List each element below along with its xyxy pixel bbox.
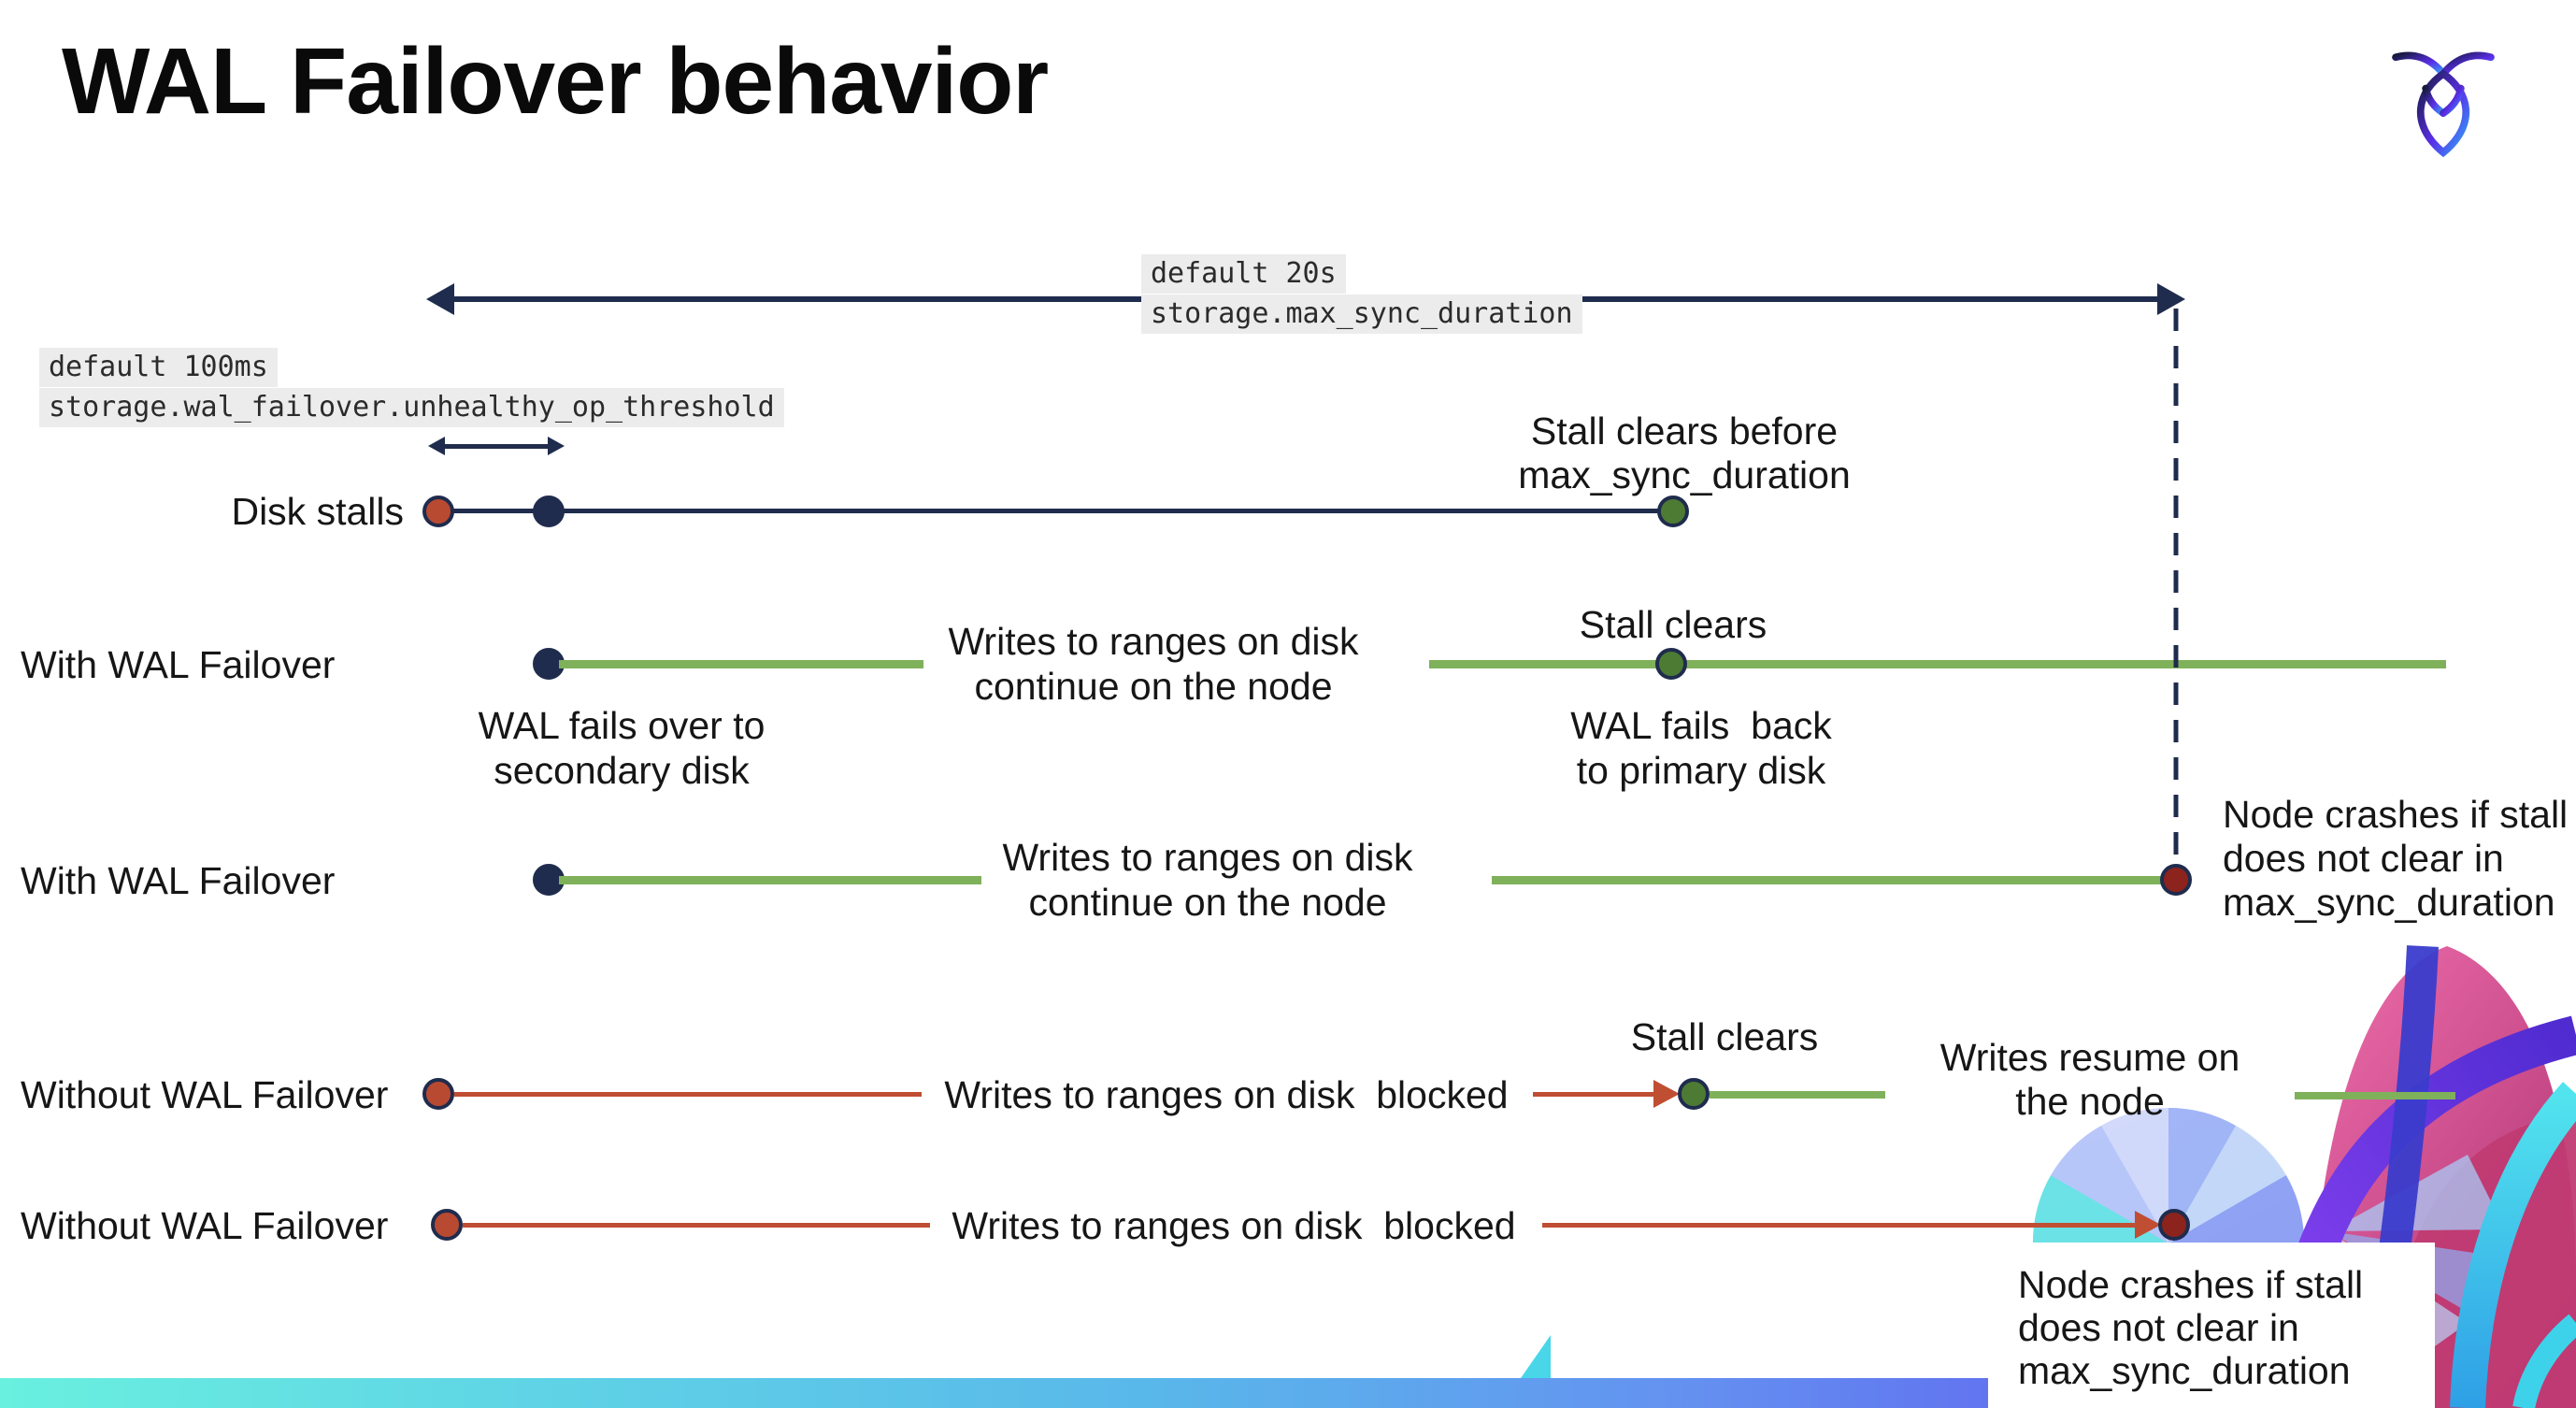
threshold-arrow-line <box>443 444 550 449</box>
note-line: Writes to ranges on disk <box>948 620 1359 663</box>
stall-start-dot <box>422 1078 454 1110</box>
node-crash-callout: Node crashes if stall does not clear in … <box>1988 1243 2435 1408</box>
node-crash-note: Node crashes if stall does not clear in … <box>2018 1263 2363 1392</box>
note-line: Writes resume on <box>1939 1036 2240 1079</box>
stall-start-dot <box>431 1209 463 1241</box>
note-line: max_sync_duration <box>2018 1349 2351 1392</box>
red-timeline-segment <box>1533 1092 1654 1097</box>
note-line: Writes to ranges on disk <box>1002 836 1413 879</box>
arrow-head-left-icon <box>428 437 445 455</box>
fails-back-note: WAL fails back to primary disk <box>1524 703 1879 793</box>
note-line: Stall clears before <box>1530 409 1839 453</box>
timeline-disk-stalls <box>439 509 1673 513</box>
row-label-with-wal-failover-2: With WAL Failover <box>21 859 336 902</box>
note-line: Node crashes if stall <box>2223 793 2569 836</box>
stall-clears-note: Stall clears <box>1579 603 1767 646</box>
note-line: secondary disk <box>494 749 750 792</box>
red-arrow-head-icon <box>1653 1080 1680 1108</box>
green-timeline-segment <box>1429 660 2446 668</box>
writes-resume-note: Writes resume on the node <box>1922 1036 2258 1124</box>
note-line: the node <box>2015 1080 2165 1123</box>
stall-clears-note: Stall clears <box>1630 1015 1819 1058</box>
note-line: max_sync_duration <box>1518 453 1851 496</box>
threshold-dot <box>533 496 565 527</box>
decorative-spike <box>1521 1335 1551 1378</box>
max-sync-dashed-line <box>2173 309 2179 862</box>
green-timeline-segment <box>559 660 923 668</box>
row-label-disk-stalls: Disk stalls <box>231 490 404 533</box>
node-crash-dot <box>2158 1209 2190 1241</box>
writes-blocked-note: Writes to ranges on disk blocked <box>952 1204 1516 1247</box>
red-timeline-segment <box>1542 1223 2135 1228</box>
red-arrow-head-icon <box>2135 1211 2161 1239</box>
threshold-setting-label: storage.wal_failover.unhealthy_op_thresh… <box>39 388 784 427</box>
note-line: Node crashes if stall <box>2018 1263 2364 1306</box>
stall-clears-dot <box>1678 1078 1710 1110</box>
note-line: continue on the node <box>974 665 1333 708</box>
stall-clears-dot <box>1657 496 1689 527</box>
green-timeline-segment <box>559 876 981 884</box>
row-label-with-wal-failover-1: With WAL Failover <box>21 643 336 686</box>
fails-over-note: WAL fails over to secondary disk <box>439 703 804 793</box>
cockroachdb-logo-icon <box>2392 51 2495 158</box>
row-label-without-wal-failover-1: Without WAL Failover <box>21 1073 389 1116</box>
note-line: max_sync_duration <box>2223 881 2555 924</box>
stall-clears-dot <box>1655 648 1687 680</box>
note-line: continue on the node <box>1028 881 1387 924</box>
green-timeline-segment <box>2295 1092 2455 1099</box>
note-line: WAL fails over to <box>478 704 766 747</box>
writes-continue-note: Writes to ranges on disk continue on the… <box>996 835 1419 925</box>
stall-start-dot <box>422 496 454 527</box>
green-timeline-segment <box>1492 876 2161 884</box>
arrow-head-right-icon <box>548 437 565 455</box>
writes-continue-note: Writes to ranges on disk continue on the… <box>942 619 1365 709</box>
threshold-default-label: default 100ms <box>39 348 278 387</box>
arrow-head-right-icon <box>2157 283 2185 315</box>
writes-blocked-note: Writes to ranges on disk blocked <box>944 1073 1509 1116</box>
red-timeline-segment <box>454 1092 922 1097</box>
node-crash-dot <box>2160 864 2192 896</box>
stall-clears-before-note: Stall clears before max_sync_duration <box>1496 409 1873 497</box>
max-sync-default-label: default 20s <box>1141 254 1346 294</box>
page-title: WAL Failover behavior <box>62 29 1049 134</box>
note-line: to primary disk <box>1576 749 1826 792</box>
arrow-head-left-icon <box>426 283 454 315</box>
note-line: WAL fails back <box>1570 704 1832 747</box>
red-timeline-segment <box>463 1223 930 1228</box>
note-line: does not clear in <box>2223 837 2504 880</box>
max-sync-setting-label: storage.max_sync_duration <box>1141 295 1582 334</box>
row-label-without-wal-failover-2: Without WAL Failover <box>21 1204 389 1247</box>
note-line: does not clear in <box>2018 1306 2299 1349</box>
node-crash-note: Node crashes if stall does not clear in … <box>2223 793 2576 925</box>
green-timeline-segment <box>1710 1091 1885 1099</box>
